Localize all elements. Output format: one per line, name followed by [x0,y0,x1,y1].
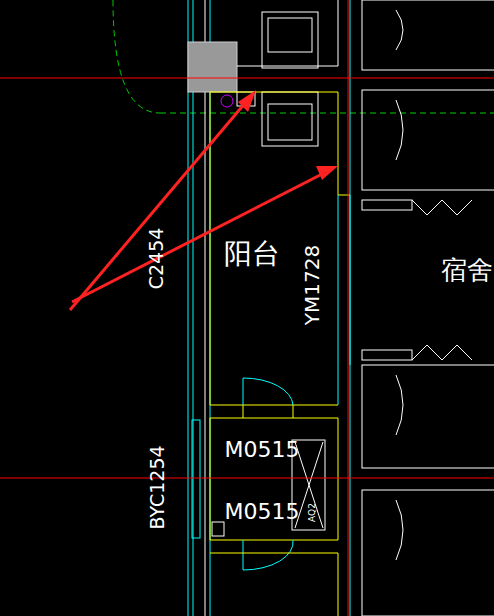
room-name: 阳台 [224,240,280,268]
window-tag: C2454 [148,227,167,289]
window-tag: BYC1254 [148,445,167,529]
room-name: 宿舍 [441,257,493,283]
small-tag: AQ2 [308,503,317,522]
door-tag: M0515 [225,501,300,523]
door-tag: M0515 [225,439,300,461]
door-tag: YM1728 [302,245,322,325]
